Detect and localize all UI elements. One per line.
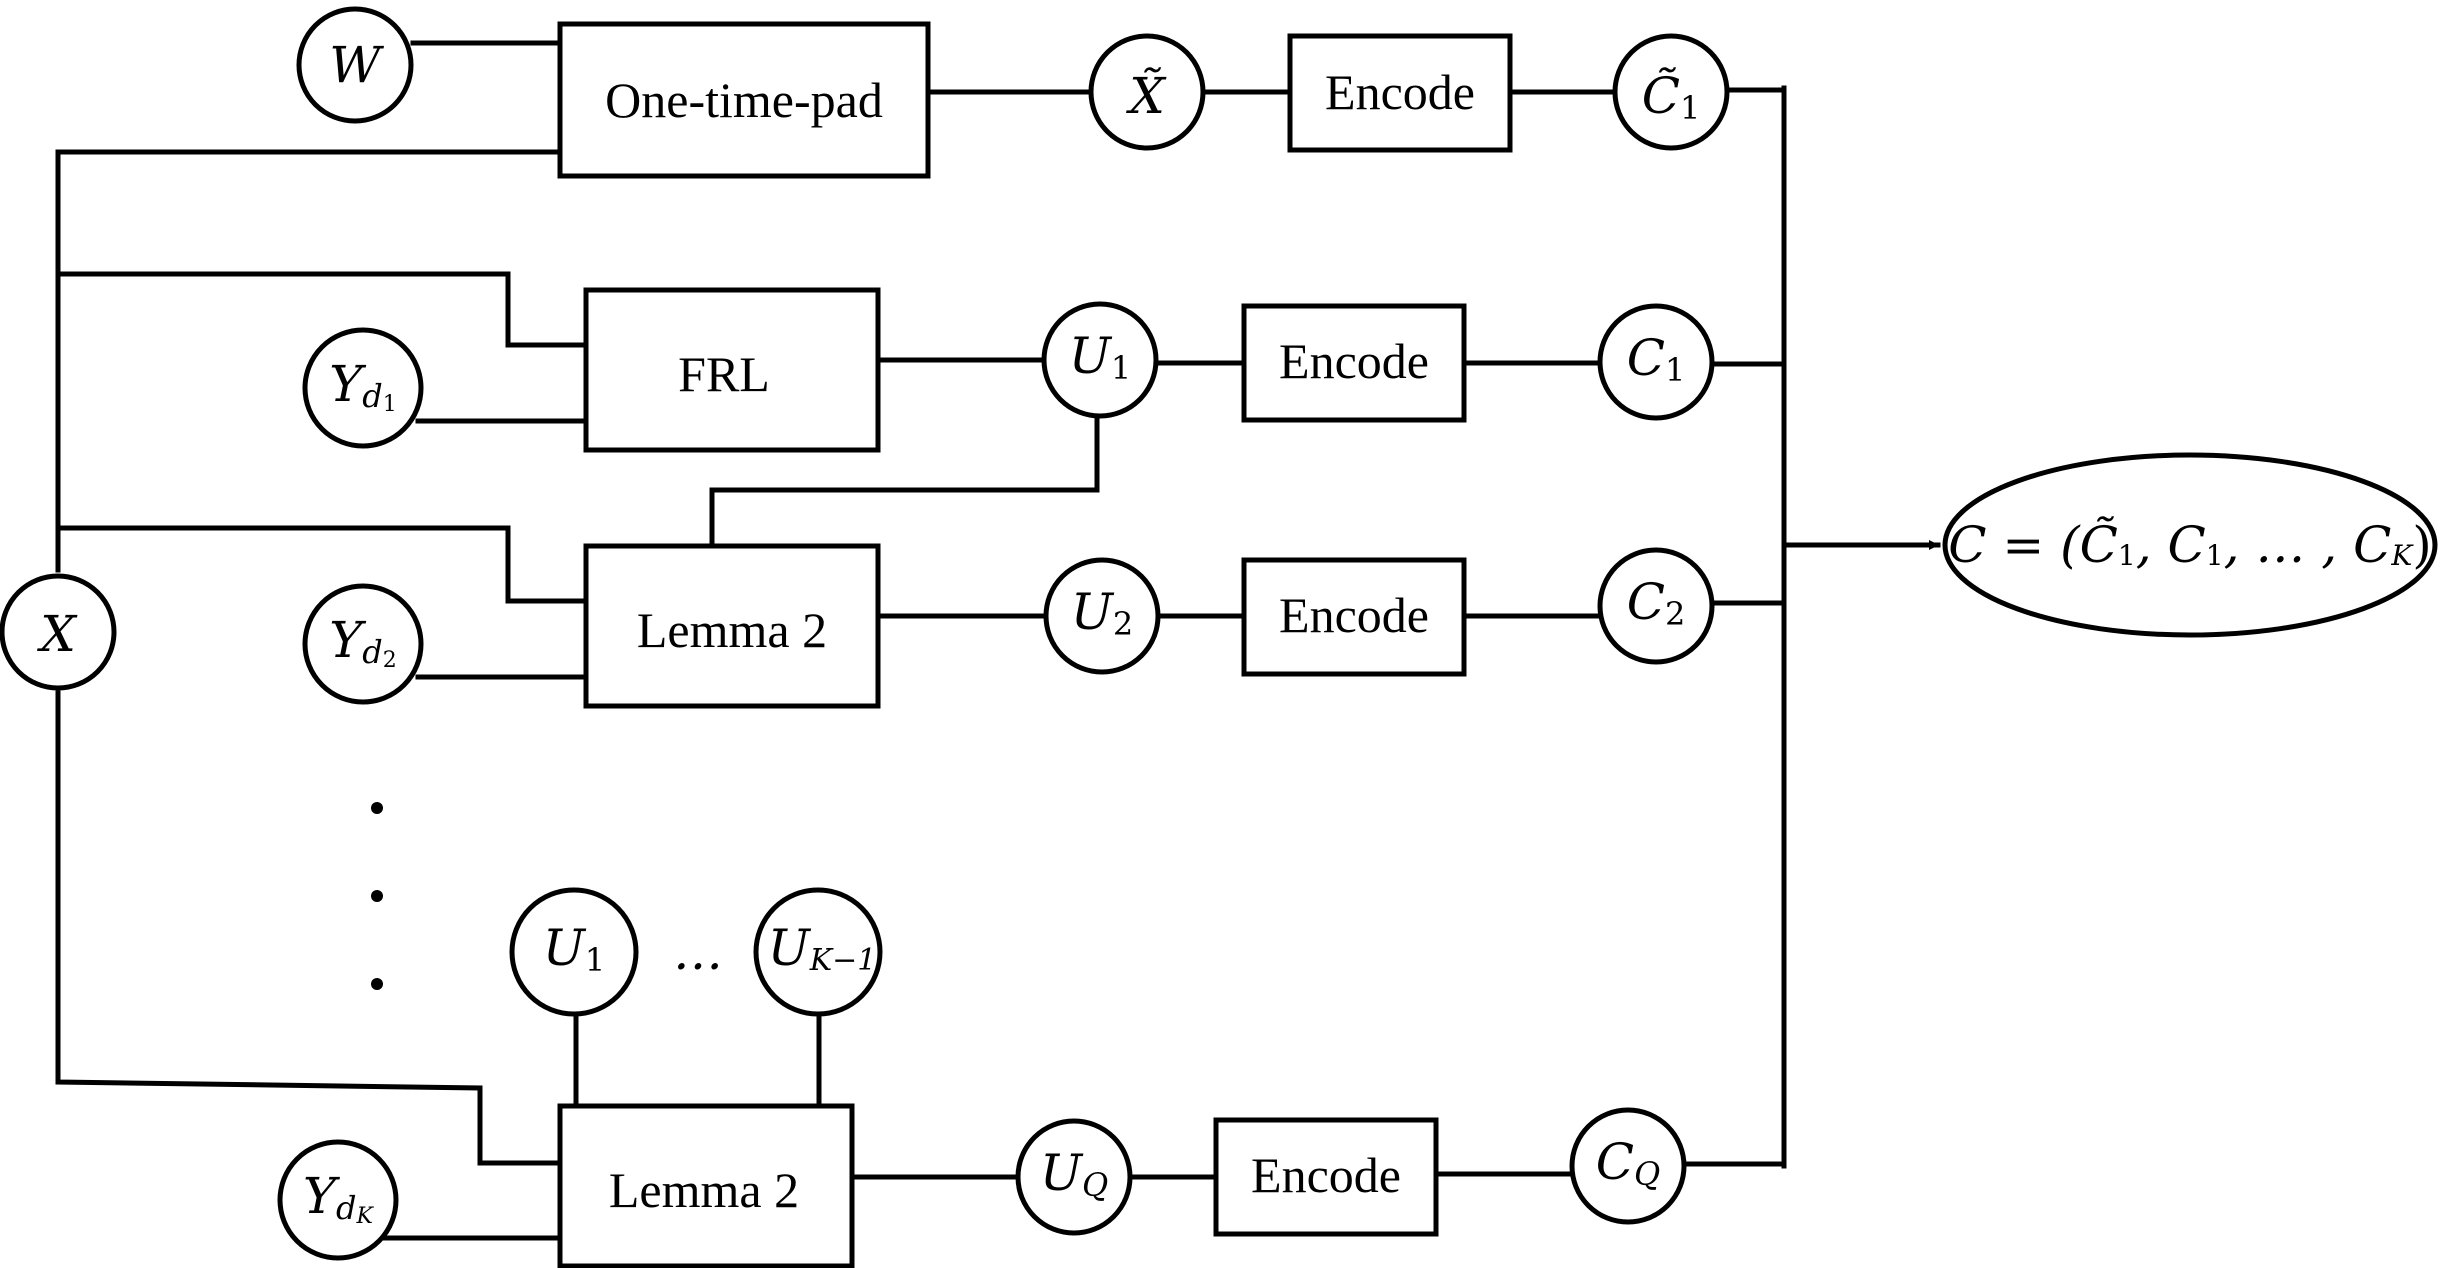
- ellipsis-dot: [371, 890, 383, 902]
- svg-text:U1: U1: [1069, 327, 1132, 387]
- svg-text:Yd2: Yd2: [329, 611, 397, 673]
- svg-text:C = (C̃1, C1, … , CK): C = (C̃1, C1, … , CK): [1948, 515, 2432, 574]
- output-part: ): [2412, 516, 2432, 574]
- node-subsubscript: 2: [383, 648, 397, 673]
- svg-text:U2: U2: [1071, 583, 1134, 643]
- node-x: X: [0, 573, 117, 691]
- node-label: C̃: [1642, 66, 1680, 125]
- node-label: C: [1627, 573, 1665, 631]
- node-cq: CQ: [1569, 1107, 1687, 1225]
- output-subscript: K: [2390, 539, 2414, 572]
- svg-text:X̃: X̃: [1125, 66, 1167, 125]
- node-ukm1: UK−1: [753, 887, 883, 1017]
- encode-box-2: Encode: [1241, 303, 1467, 423]
- node-ctilde1: C̃1: [1612, 33, 1730, 151]
- node-c2: C2: [1597, 547, 1715, 665]
- svg-text:UK−1: UK−1: [768, 919, 877, 978]
- node-w: W: [296, 6, 414, 124]
- inline-ellipsis: …: [673, 923, 723, 981]
- encode-label: Encode: [1279, 587, 1429, 643]
- node-u1b: U1: [509, 887, 639, 1017]
- encode-label: Encode: [1325, 64, 1475, 120]
- encode-box-4: Encode: [1213, 1117, 1439, 1237]
- node-label: C: [1596, 1133, 1634, 1191]
- output-part: , C: [2136, 516, 2206, 574]
- node-subscript: 1: [1665, 351, 1685, 389]
- x-to-lemma2-line: [55, 525, 587, 604]
- encode-label: Encode: [1251, 1147, 1401, 1203]
- node-subsubscript: 1: [383, 392, 397, 417]
- node-u2: U2: [1043, 557, 1161, 675]
- svg-text:U1: U1: [543, 919, 606, 979]
- output-subscript: 1: [2118, 539, 2136, 572]
- svg-text:CQ: CQ: [1596, 1133, 1661, 1193]
- node-label: X̃: [1125, 66, 1167, 125]
- node-label: U: [1040, 1144, 1084, 1202]
- svg-text:W: W: [329, 36, 384, 94]
- ellipsis-dot: [371, 978, 383, 990]
- node-label: X: [36, 605, 78, 663]
- node-subscript: Q: [1082, 1166, 1108, 1204]
- svg-text:YdK: YdK: [303, 1167, 375, 1229]
- ellipsis-dot: [371, 802, 383, 814]
- node-subscript: d: [362, 633, 382, 671]
- node-subscript: 2: [1665, 595, 1685, 633]
- output-subscript: 1: [2206, 539, 2224, 572]
- node-label: Y: [329, 355, 366, 413]
- lemma2-label: Lemma 2: [637, 602, 827, 658]
- node-subscript: K−1: [809, 943, 877, 978]
- node-uq: UQ: [1015, 1118, 1133, 1236]
- u1-to-lemma2-line: [709, 412, 1100, 549]
- node-subscript: Q: [1634, 1155, 1660, 1193]
- node-label: U: [543, 919, 587, 977]
- svg-text:C2: C2: [1627, 573, 1686, 633]
- node-subscript: 2: [1113, 605, 1133, 643]
- node-subscript: 1: [1680, 89, 1700, 127]
- node-subsubscript: K: [356, 1204, 375, 1229]
- frl-box: FRL: [583, 287, 881, 453]
- output-ellipse: C = (C̃1, C1, … , CK): [1942, 452, 2438, 638]
- output-part: C = (C̃: [1948, 515, 2118, 574]
- frl-label: FRL: [678, 346, 770, 402]
- node-subscript: d: [336, 1189, 356, 1227]
- node-label: C: [1627, 329, 1665, 387]
- node-label: Y: [303, 1167, 340, 1225]
- x-to-frl-line: [55, 271, 587, 348]
- svg-text:Yd1: Yd1: [329, 355, 397, 417]
- node-subscript: 1: [585, 941, 605, 979]
- x-to-lemma-k-line: [55, 690, 561, 1166]
- connectors: [55, 40, 1941, 1241]
- encode-box-1: Encode: [1287, 33, 1513, 153]
- node-yd2: Yd2: [302, 583, 424, 705]
- lemma2-k-box: Lemma 2: [557, 1103, 855, 1268]
- node-label: U: [1069, 327, 1113, 385]
- encode-label: Encode: [1279, 333, 1429, 389]
- node-ydk: YdK: [277, 1139, 399, 1261]
- svg-text:X: X: [36, 605, 78, 663]
- svg-text:C1: C1: [1627, 329, 1686, 389]
- vertical-ellipsis: [371, 802, 383, 990]
- node-label: U: [768, 919, 812, 977]
- otp-box: One-time-pad: [557, 21, 931, 179]
- node-xtilde: X̃: [1088, 33, 1206, 151]
- lemma2-k-label: Lemma 2: [609, 1162, 799, 1218]
- svg-text:C̃1: C̃1: [1642, 66, 1701, 127]
- node-c1: C1: [1597, 303, 1715, 421]
- node-yd1: Yd1: [302, 327, 424, 449]
- output-part: , … , C: [2224, 516, 2392, 574]
- lemma2-box: Lemma 2: [583, 543, 881, 709]
- node-label: U: [1071, 583, 1115, 641]
- node-label: Y: [329, 611, 366, 669]
- svg-text:UQ: UQ: [1040, 1144, 1108, 1204]
- otp-label: One-time-pad: [605, 72, 883, 128]
- node-subscript: 1: [1111, 349, 1131, 387]
- node-subscript: d: [362, 377, 382, 415]
- encode-box-3: Encode: [1241, 557, 1467, 677]
- node-u1: U1: [1041, 301, 1159, 419]
- node-label: W: [329, 36, 384, 94]
